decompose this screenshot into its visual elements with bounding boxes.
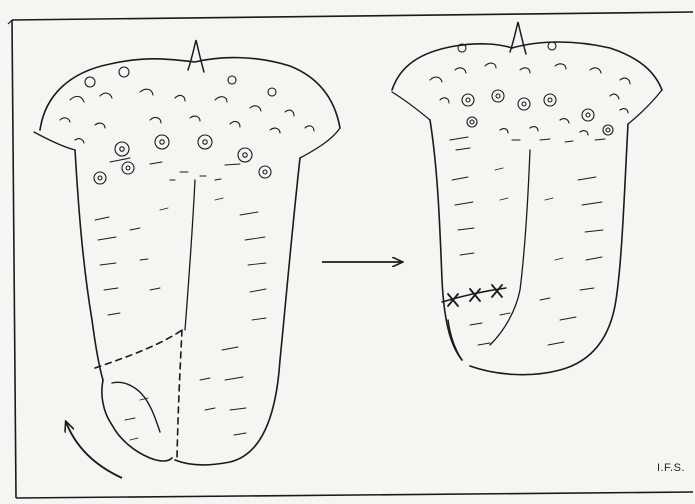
artist-signature: I.F.S. [657,462,685,474]
